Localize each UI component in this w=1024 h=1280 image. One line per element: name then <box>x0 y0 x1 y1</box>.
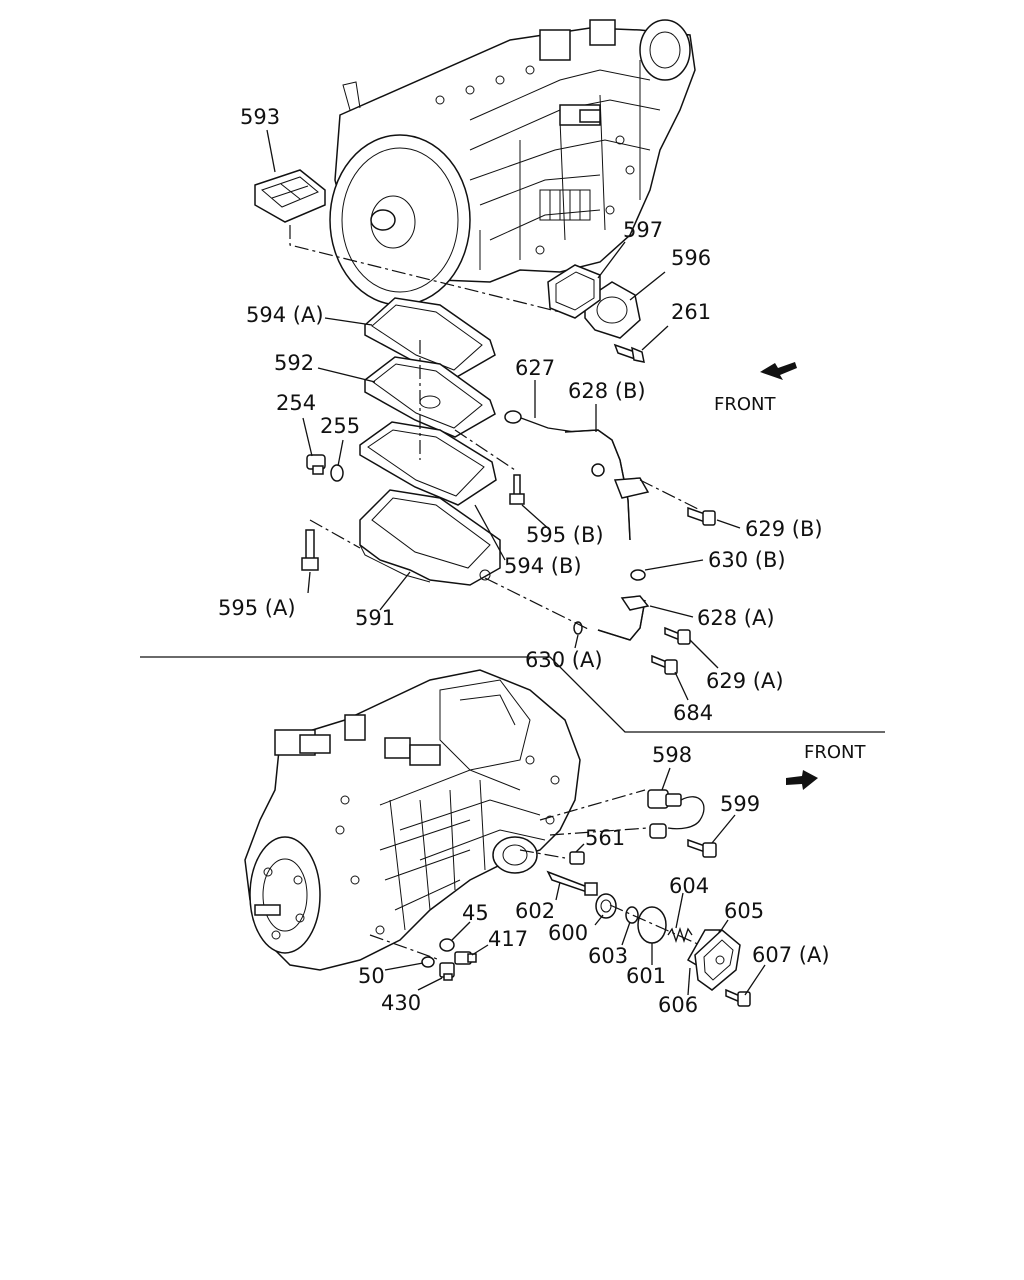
bolt-684 <box>651 654 678 675</box>
callout-605: 605 <box>724 899 764 923</box>
callout-591: 591 <box>355 606 395 630</box>
upper-view: 593 597 596 261 594 (A) 592 627 628 (B) … <box>218 19 823 725</box>
washer-45 <box>439 938 455 952</box>
callout-50: 50 <box>358 964 385 988</box>
bolt-629a <box>664 626 691 645</box>
oil-pan-591 <box>359 489 501 586</box>
callout-606: 606 <box>658 993 698 1017</box>
gasket-594a <box>364 297 496 379</box>
callout-255: 255 <box>320 414 360 438</box>
gasket-597 <box>547 264 601 319</box>
front-label-lower: FRONT <box>804 742 866 763</box>
callout-594b: 594 (B) <box>504 554 582 578</box>
front-label-upper: FRONT <box>714 394 776 415</box>
callout-629a: 629 (A) <box>706 669 784 693</box>
callout-598: 598 <box>652 743 692 767</box>
callout-594a: 594 (A) <box>246 303 324 327</box>
callout-630a: 630 (A) <box>525 648 603 672</box>
callout-599: 599 <box>720 792 760 816</box>
leader-lines-lower <box>384 767 766 996</box>
plug-417 <box>454 951 477 965</box>
callout-45: 45 <box>462 901 489 925</box>
plug-254 <box>306 454 326 475</box>
callout-592: 592 <box>274 351 314 375</box>
callout-628a: 628 (A) <box>697 606 775 630</box>
callout-430: 430 <box>381 991 421 1015</box>
callout-596: 596 <box>671 246 711 270</box>
callout-627: 627 <box>515 356 555 380</box>
pipe-628b <box>564 429 650 541</box>
sensor-598 <box>647 789 705 830</box>
bolt-261 <box>613 343 645 363</box>
sensor-599 <box>649 823 717 858</box>
callout-595b: 595 (B) <box>526 523 604 547</box>
bolt-595a <box>301 529 319 571</box>
assembly-line <box>309 519 361 549</box>
assembly-line <box>639 479 701 511</box>
strainer-593 <box>254 169 326 223</box>
spring-604 <box>667 926 693 944</box>
callout-601: 601 <box>626 964 666 988</box>
callout-603: 603 <box>588 944 628 968</box>
section-divider <box>140 656 885 733</box>
front-arrow-icon <box>760 362 797 380</box>
front-arrow-icon <box>786 770 818 790</box>
assembly-line <box>484 577 591 631</box>
bolt-629b <box>687 506 716 526</box>
assembly-line <box>519 849 566 859</box>
callout-593: 593 <box>240 105 280 129</box>
assembly-line <box>454 429 516 471</box>
lower-view: 598 FRONT 599 561 604 605 45 417 602 600… <box>244 669 866 1017</box>
callout-602: 602 <box>515 899 555 923</box>
assembly-line <box>609 904 701 946</box>
ring-603 <box>625 906 639 924</box>
callout-561: 561 <box>585 826 625 850</box>
callout-261: 261 <box>671 300 711 324</box>
assembly-line <box>369 934 441 961</box>
o-ring-630b <box>630 569 646 581</box>
plug-561 <box>569 851 585 865</box>
pipe-628a <box>597 595 650 641</box>
washer-255 <box>330 464 344 482</box>
shaft-602 <box>546 870 598 896</box>
callout-607a: 607 (A) <box>752 943 830 967</box>
transmission-housing-lower <box>244 669 581 971</box>
callout-604: 604 <box>669 874 709 898</box>
callout-254: 254 <box>276 391 316 415</box>
plate-592 <box>364 356 496 438</box>
callout-600: 600 <box>548 921 588 945</box>
callout-595a: 595 (A) <box>218 596 296 620</box>
dipstick-627 <box>504 410 576 433</box>
callout-597: 597 <box>623 218 663 242</box>
callout-684: 684 <box>673 701 713 725</box>
gasket-594b <box>359 421 497 506</box>
callout-629b: 629 (B) <box>745 517 823 541</box>
callout-630b: 630 (B) <box>708 548 786 572</box>
bolt-595b <box>509 474 525 505</box>
callout-417: 417 <box>488 927 528 951</box>
washer-50 <box>421 956 435 968</box>
callout-628b: 628 (B) <box>568 379 646 403</box>
plug-430 <box>439 962 455 981</box>
bolt-607a <box>725 988 751 1007</box>
assembly-line <box>289 225 561 313</box>
leader-lines-upper <box>266 129 741 701</box>
assembly-line <box>549 827 649 836</box>
o-ring-601 <box>637 906 667 944</box>
assembly-line <box>539 789 646 821</box>
transmission-housing-upper <box>329 19 696 306</box>
cover-605 <box>694 929 741 991</box>
